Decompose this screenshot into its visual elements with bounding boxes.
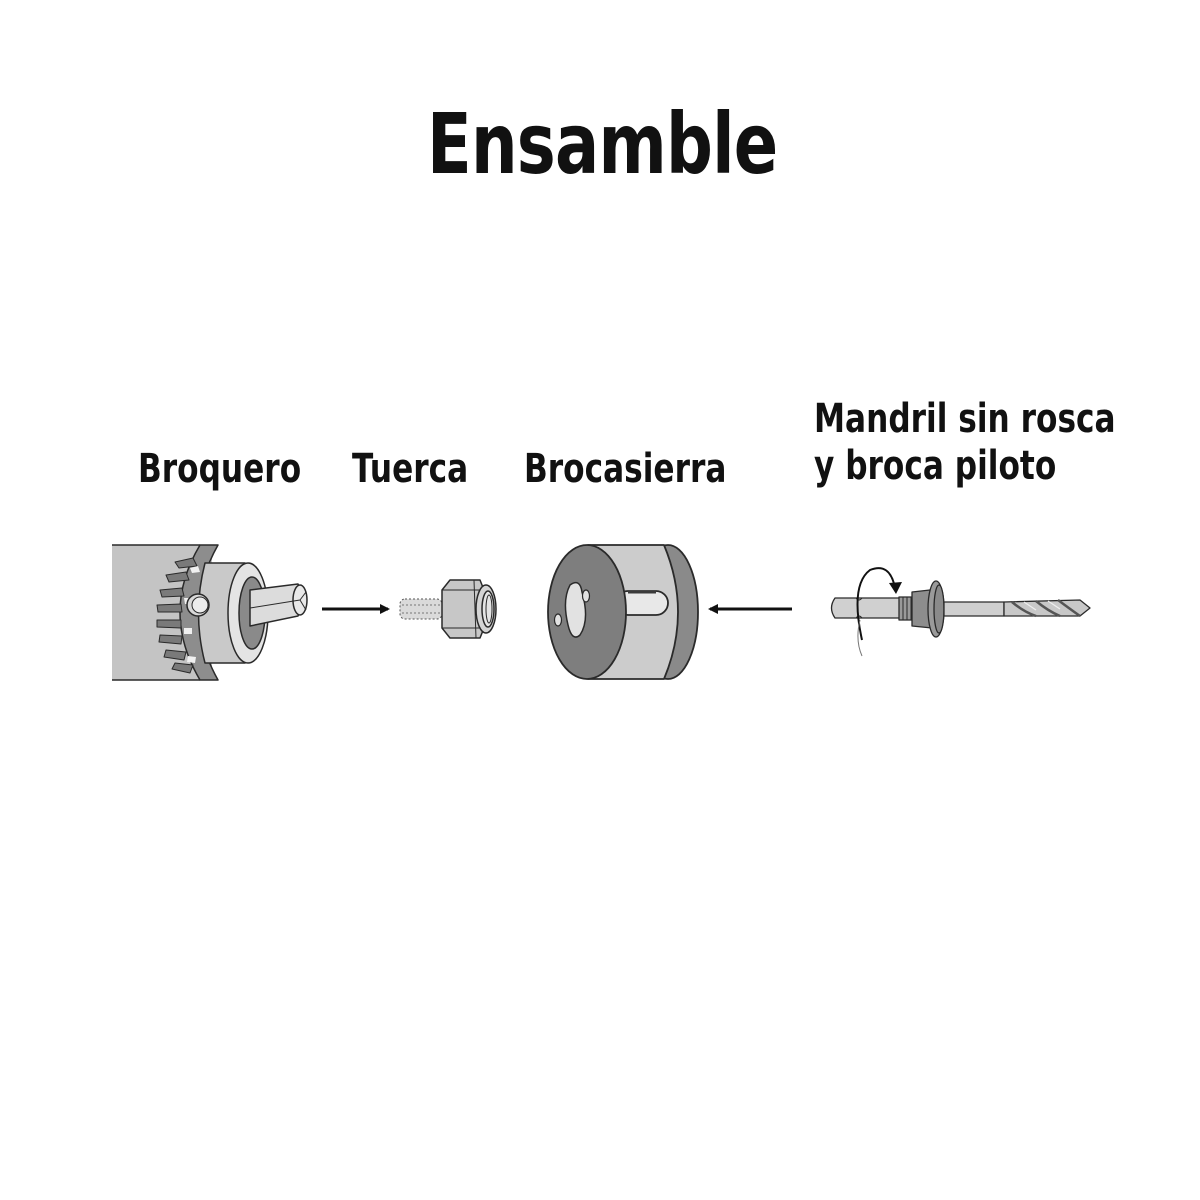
page-title: Ensamble (426, 95, 778, 193)
rotation-arrow-icon (856, 567, 896, 641)
label-broquero: Broquero (138, 446, 302, 492)
hole-saw-icon (547, 544, 699, 680)
label-brocasierra: Brocasierra (524, 446, 727, 492)
drill-chuck-icon (112, 544, 308, 681)
label-tuerca: Tuerca (352, 446, 469, 492)
label-mandril-line1: Mandril sin rosca (814, 396, 1116, 442)
label-mandril: Mandril sin rosca y broca piloto (814, 396, 1116, 490)
arbor-pilot-drill-icon (830, 567, 1091, 657)
nut-icon (399, 579, 497, 639)
label-mandril-line2: y broca piloto (814, 443, 1057, 490)
